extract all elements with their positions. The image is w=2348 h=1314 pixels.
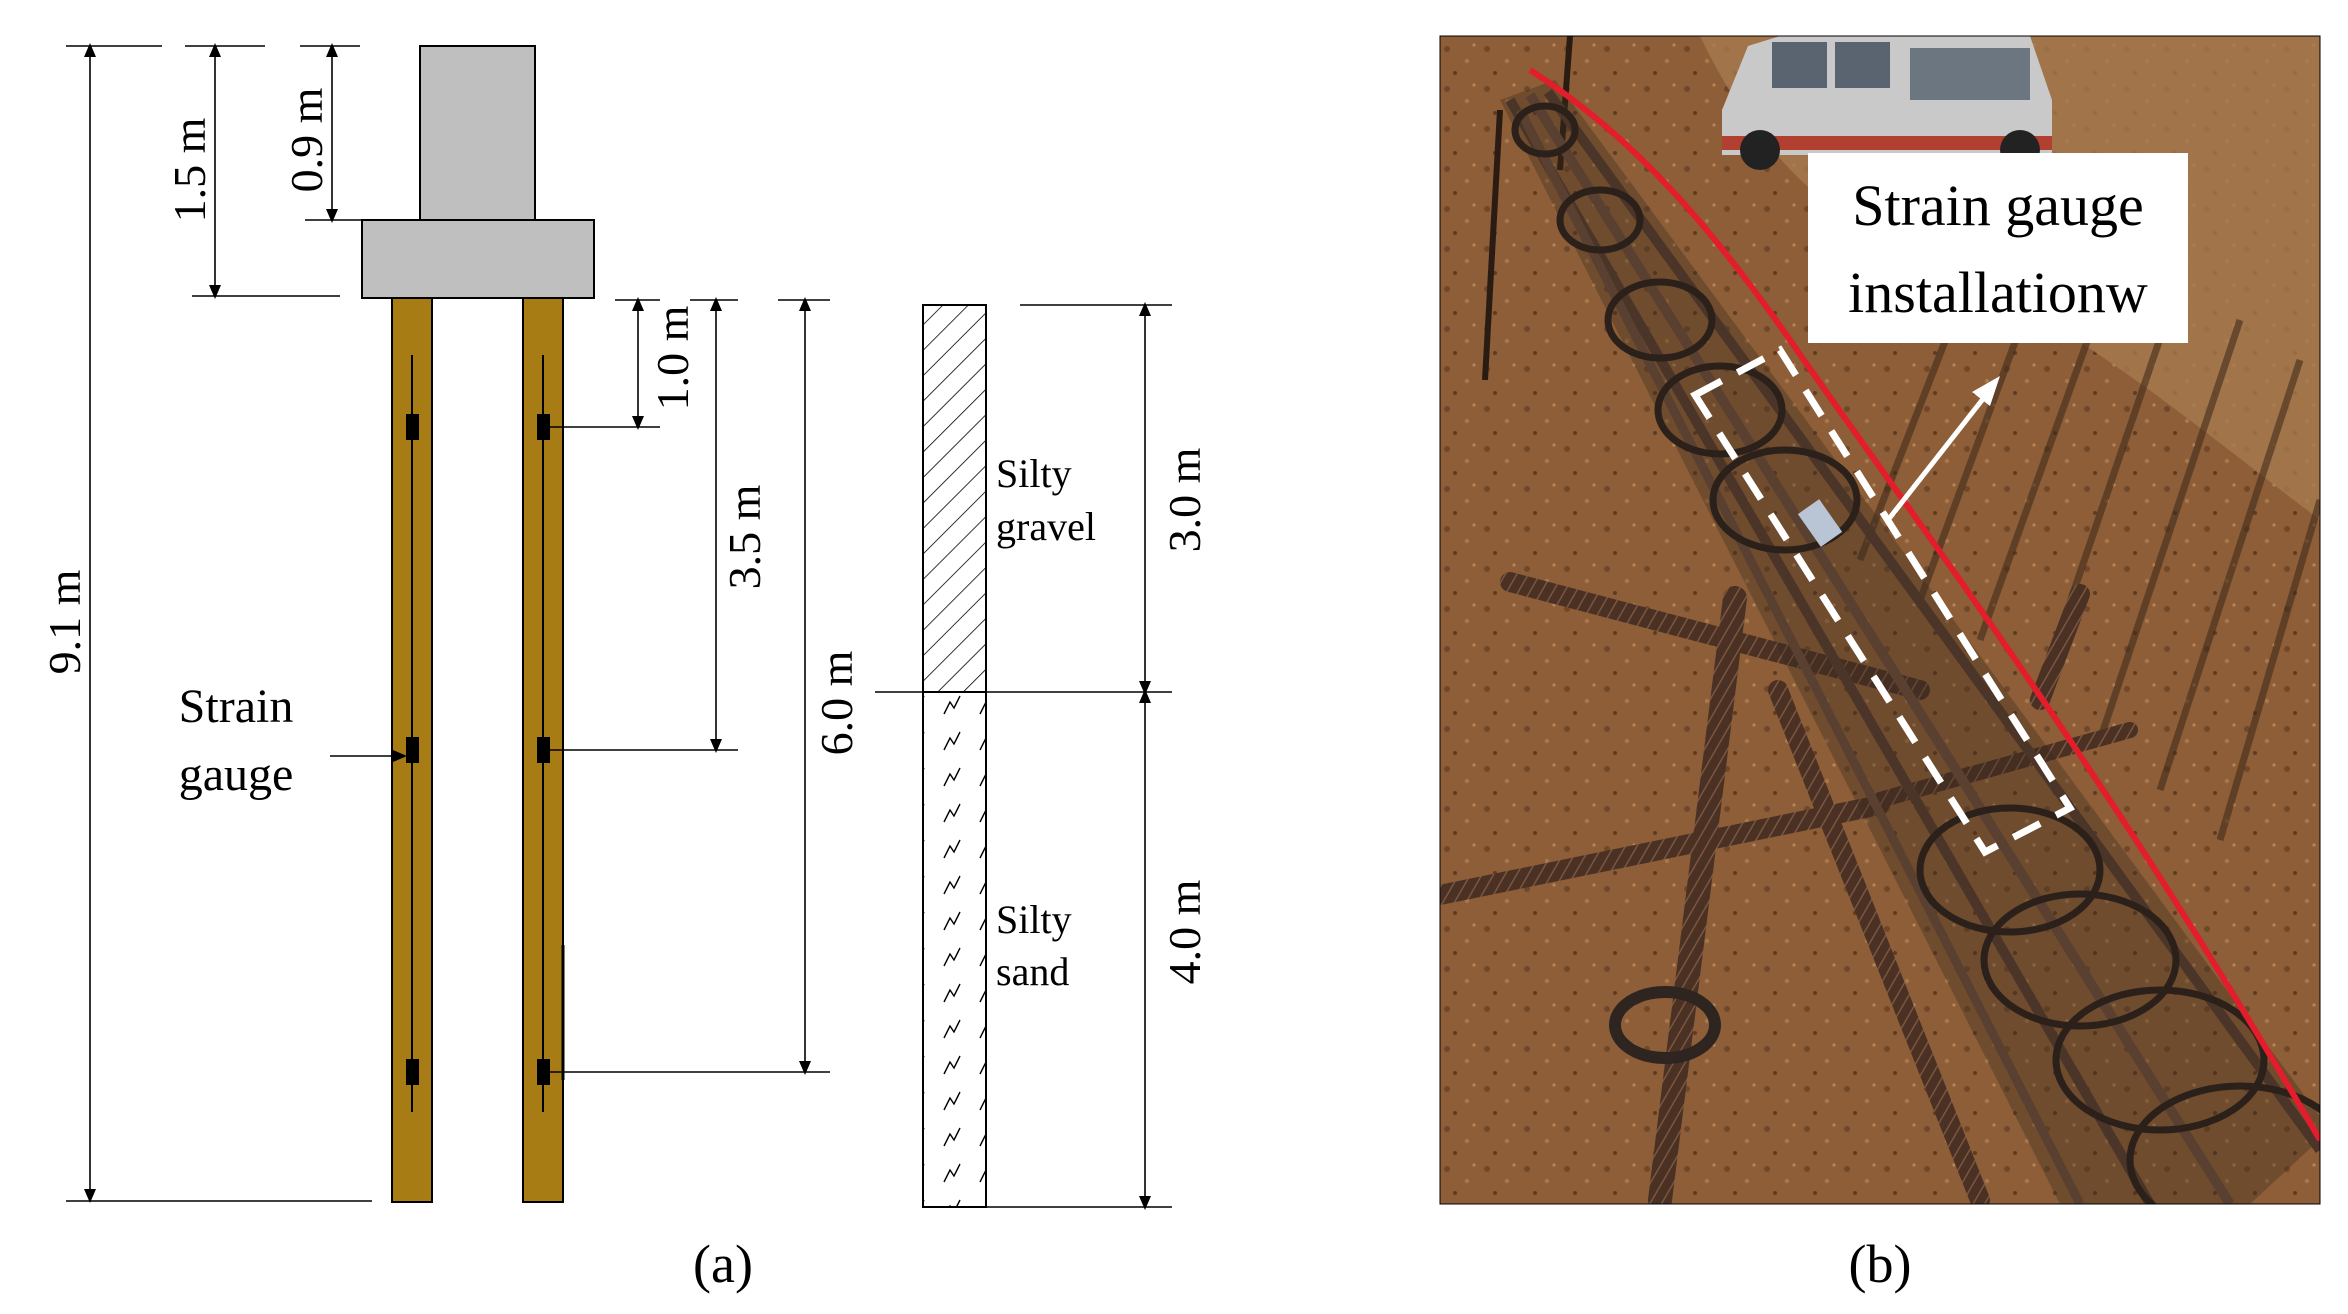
soil-layer-gravel [922, 304, 987, 693]
dim-layer1-thickness: 3.0 m [1159, 447, 1210, 552]
strain-gauge-marker [537, 414, 550, 440]
rebar-cage [1500, 67, 2320, 1204]
vehicle [1722, 36, 2052, 170]
panel-b: Strain gauge installationw (b) [1439, 35, 2321, 1294]
strain-gauge-label-line1: Strain [179, 680, 294, 733]
soil-layer-2-line2: sand [996, 949, 1069, 994]
gauge-highlight-box [1690, 345, 2075, 857]
dim-column-height: 0.9 m [281, 87, 332, 192]
dim-gauge3-depth: 6.0 m [811, 650, 862, 755]
soil-layer-2-line1: Silty [996, 897, 1072, 942]
dim-gauge2-depth: 3.5 m [719, 484, 770, 589]
pile-cap [361, 219, 595, 299]
dim-layer2-thickness: 4.0 m [1159, 879, 1210, 984]
strain-gauge-marker [537, 1059, 550, 1085]
soil-layer-1-line2: gravel [996, 504, 1096, 549]
photo-arrow [1886, 388, 1992, 522]
dim-cap-depth: 1.5 m [164, 117, 215, 222]
dim-total-length: 9.1 m [39, 569, 90, 674]
soil-layer-1-line1: Silty [996, 451, 1072, 496]
strain-gauge-label-line2: gauge [179, 748, 294, 801]
strain-gauge-marker [406, 414, 419, 440]
soil-layer-sand [922, 691, 987, 1208]
panel-a-caption: (a) [693, 1234, 753, 1294]
photo-label-line2: installationw [1848, 260, 2148, 325]
photo-label-line1: Strain gauge [1852, 173, 2144, 238]
photo-label-box [1808, 153, 2188, 343]
strain-gauge-marker [537, 737, 550, 763]
strain-gauge-marker [406, 1059, 419, 1085]
column [419, 45, 536, 221]
panel-a: 9.1 m 1.5 m 0.9 m 1.0 m 3.5 m 6.0 m Stra… [39, 43, 1210, 1294]
dim-gauge1-depth: 1.0 m [647, 305, 698, 410]
strain-gauge-marker [406, 737, 419, 763]
panel-b-caption: (b) [1849, 1234, 1912, 1294]
